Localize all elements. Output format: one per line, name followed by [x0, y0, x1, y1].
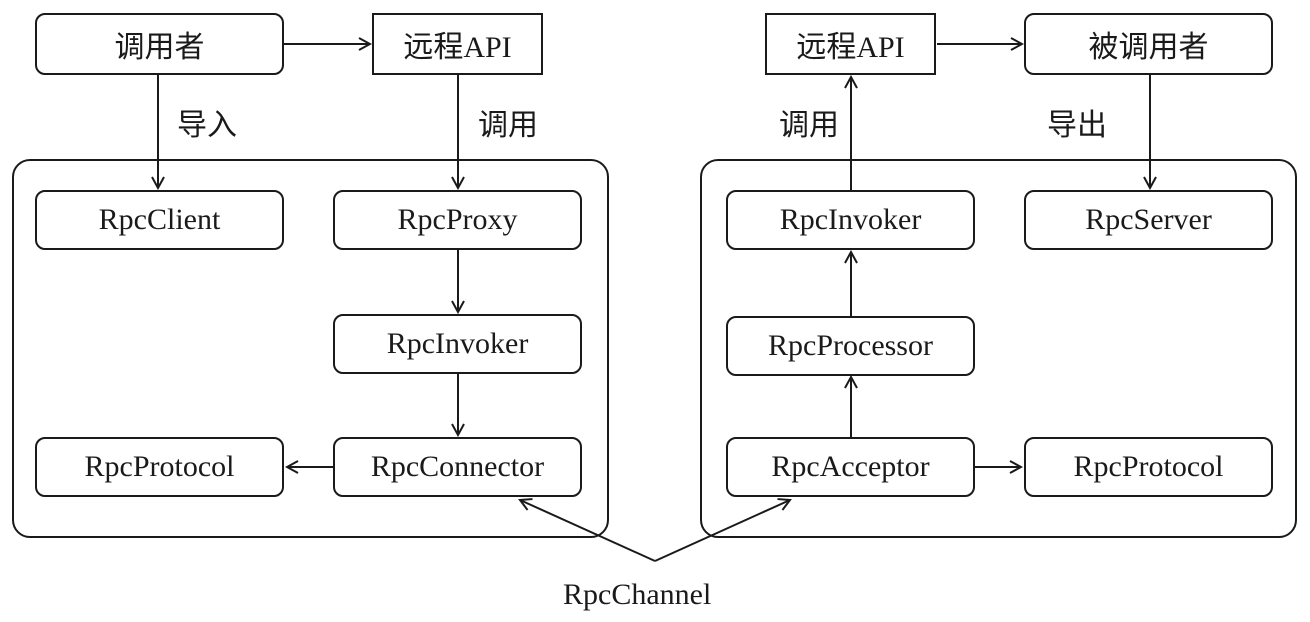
- rpc-server-node: RpcServer: [1024, 190, 1273, 250]
- remote-api-node-right: 远程API: [765, 13, 936, 75]
- rpc-protocol-node-right: RpcProtocol: [1024, 437, 1273, 497]
- import-label: 导入: [177, 109, 237, 142]
- server-side-group: [700, 159, 1297, 538]
- client-side-group: [12, 159, 609, 538]
- export-label: 导出: [1047, 109, 1107, 142]
- arrow-channel-to-rpcconnector: [520, 500, 656, 562]
- invoke-label-right: 调用: [779, 109, 839, 142]
- rpc-invoker-node-left: RpcInvoker: [333, 314, 582, 374]
- rpc-channel-label: RpcChannel: [563, 578, 712, 611]
- caller-node: 调用者: [35, 13, 284, 75]
- rpc-protocol-node-left: RpcProtocol: [35, 437, 284, 497]
- rpc-processor-node: RpcProcessor: [726, 316, 975, 376]
- callee-node: 被调用者: [1024, 13, 1273, 75]
- rpc-proxy-node: RpcProxy: [333, 190, 582, 250]
- rpc-acceptor-node: RpcAcceptor: [726, 437, 975, 497]
- remote-api-node-left: 远程API: [372, 13, 543, 75]
- rpc-connector-node: RpcConnector: [333, 437, 582, 497]
- arrow-channel-to-rpcacceptor: [654, 500, 790, 562]
- invoke-label-left: 调用: [478, 109, 538, 142]
- rpc-client-node: RpcClient: [35, 190, 284, 250]
- rpc-invoker-node-right: RpcInvoker: [726, 190, 975, 250]
